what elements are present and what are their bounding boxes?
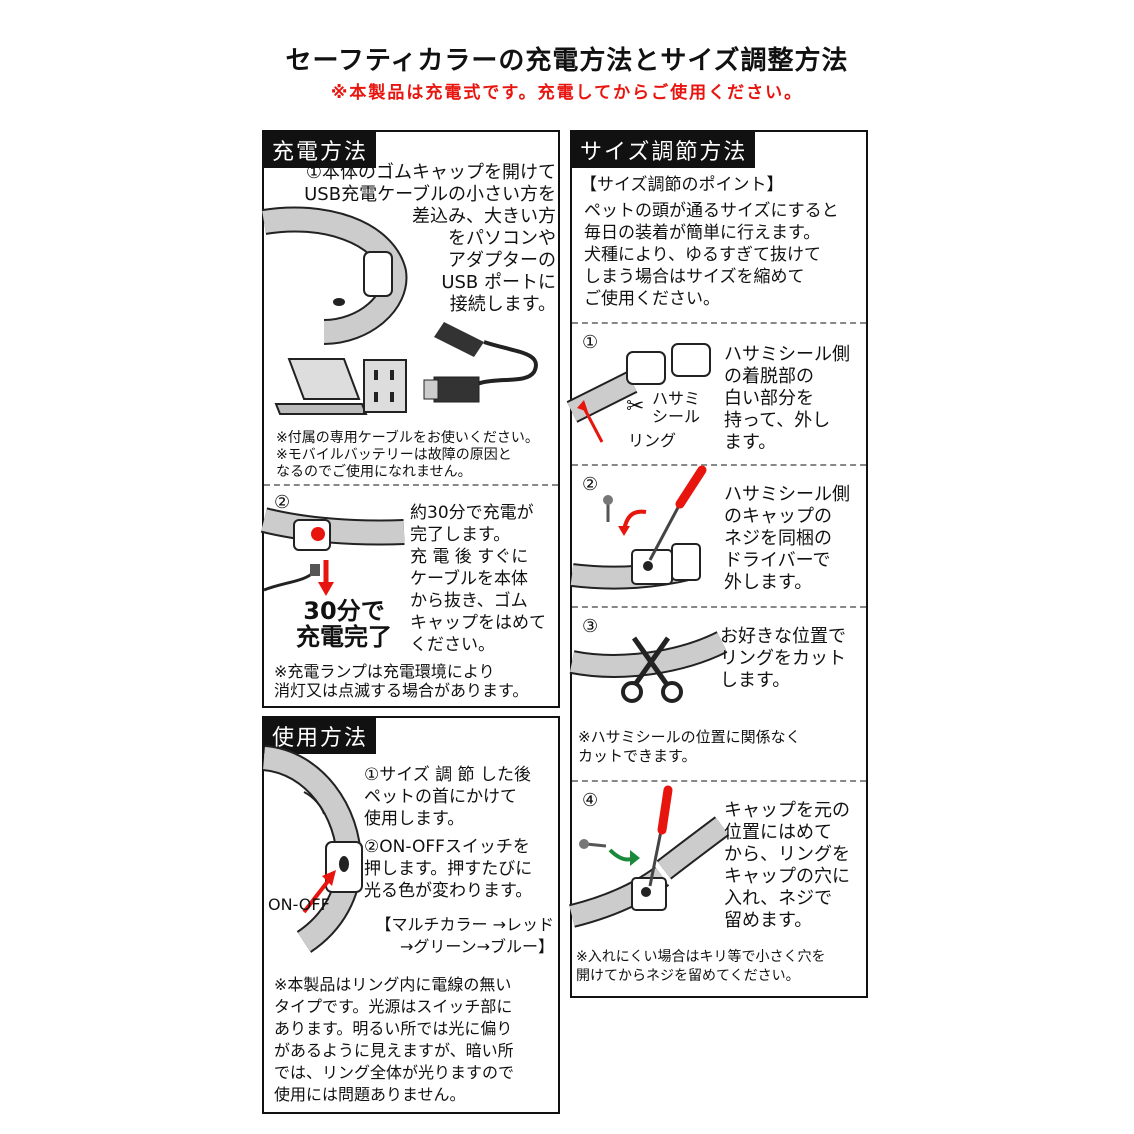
usage-tag: 使用方法 (264, 718, 377, 754)
size-divider-4 (572, 780, 866, 782)
collar-switch-illustration (262, 745, 363, 953)
usage-step2: ②ON-OFFスイッチを 押します。押すたびに 光る色が変わります。 (364, 837, 533, 901)
size-point-text: ペットの頭が通るサイズにすると 毎日の装着が簡単に行えます。 犬種により、ゆるす… (584, 201, 839, 309)
usb-plug-icon (423, 322, 538, 403)
buckle-open-illustration (566, 343, 711, 443)
size-step3-number: ③ (582, 616, 599, 637)
collar-illustration (261, 206, 408, 345)
scissor-seal-label: ハサミ シール (652, 389, 701, 426)
charging-note2: ※充電ランプは充電環境により 消灯又は点滅する場合があります。 (274, 662, 529, 700)
charging-tag: 充電方法 (264, 132, 377, 168)
charge-warning: ※本製品は充電式です。充電してからご使用ください。 (330, 83, 804, 103)
laptop-icon (274, 358, 368, 415)
collar-lamp-illustration (260, 507, 405, 596)
charge-complete-label: 30分で 充電完了 (296, 597, 392, 651)
outlet-icon (363, 359, 407, 413)
charging-step1: ①本体のゴムキャップを開けて USB充電ケーブルの小さい方を 差込み、大きい方 … (304, 162, 556, 315)
screwdriver-fasten-illustration (569, 785, 730, 928)
size-step1-number: ① (582, 332, 599, 353)
size-divider-3 (572, 606, 866, 608)
charging-panel: 充電方法 ①本体のゴムキャップを開けて USB充電ケーブルの小さい方を 差込み、… (260, 130, 560, 708)
size-divider-2 (572, 464, 866, 466)
usage-colors: 【マルチカラー →レッド →グリーン→ブルー】 (375, 915, 555, 956)
charging-divider (264, 484, 558, 486)
screwdriver-remove-illustration (570, 465, 707, 590)
usage-panel: 使用方法 ON-OFF ①サイズ 調 節 した後 ペットの首にかけて 使用します… (262, 716, 560, 1114)
charging-step2: 約30分で充電が 完了します。 充 電 後 すぐに ケーブルを本体 から抜き、ゴ… (410, 503, 546, 655)
size-step4-text: キャップを元の 位置にはめて から、リングを キャップの穴に 入れ、ネジで 留め… (724, 800, 850, 931)
usage-note: ※本製品はリング内に電線の無い タイプです。光源はスイッチ部に あります。明るい… (274, 975, 515, 1104)
size-panel: サイズ調節方法 【サイズ調節のポイント】 ペットの頭が通るサイズにすると 毎日の… (566, 130, 868, 998)
size-step4-number: ④ (582, 790, 599, 811)
page-title: セーフティカラーの充電方法とサイズ調整方法 (285, 46, 849, 76)
size-step1-text: ハサミシール側 の着脱部の 白い部分を 持って、外し ます。 (724, 344, 850, 453)
size-point-title: 【サイズ調節のポイント】 (580, 175, 784, 195)
size-divider-1 (572, 322, 866, 324)
cut-ring-illustration (569, 631, 728, 703)
on-off-label: ON-OFF (268, 895, 330, 914)
charging-note1: ※付属の専用ケーブルをお使いください。 ※モバイルバッテリーは故障の原因と なる… (276, 430, 539, 480)
size-step3-text: お好きな位置で リングをカット します。 (720, 626, 846, 691)
usage-step1: ①サイズ 調 節 した後 ペットの首にかけて 使用します。 (364, 765, 531, 829)
size-step2-number: ② (582, 474, 599, 495)
size-step2-text: ハサミシール側 のキャップの ネジを同梱の ドライバーで 外します。 (724, 484, 850, 593)
size-tag: サイズ調節方法 (572, 132, 756, 168)
ring-label: リング (628, 431, 677, 450)
step2-number: ② (274, 492, 291, 513)
scissors-icon: ✂ (626, 394, 645, 419)
size-step3-note: ※ハサミシールの位置に関係なく カットできます。 (578, 728, 801, 765)
size-step4-note: ※入れにくい場合はキリ等で小さく穴を 開けてからネジを留めてください。 (576, 949, 826, 984)
